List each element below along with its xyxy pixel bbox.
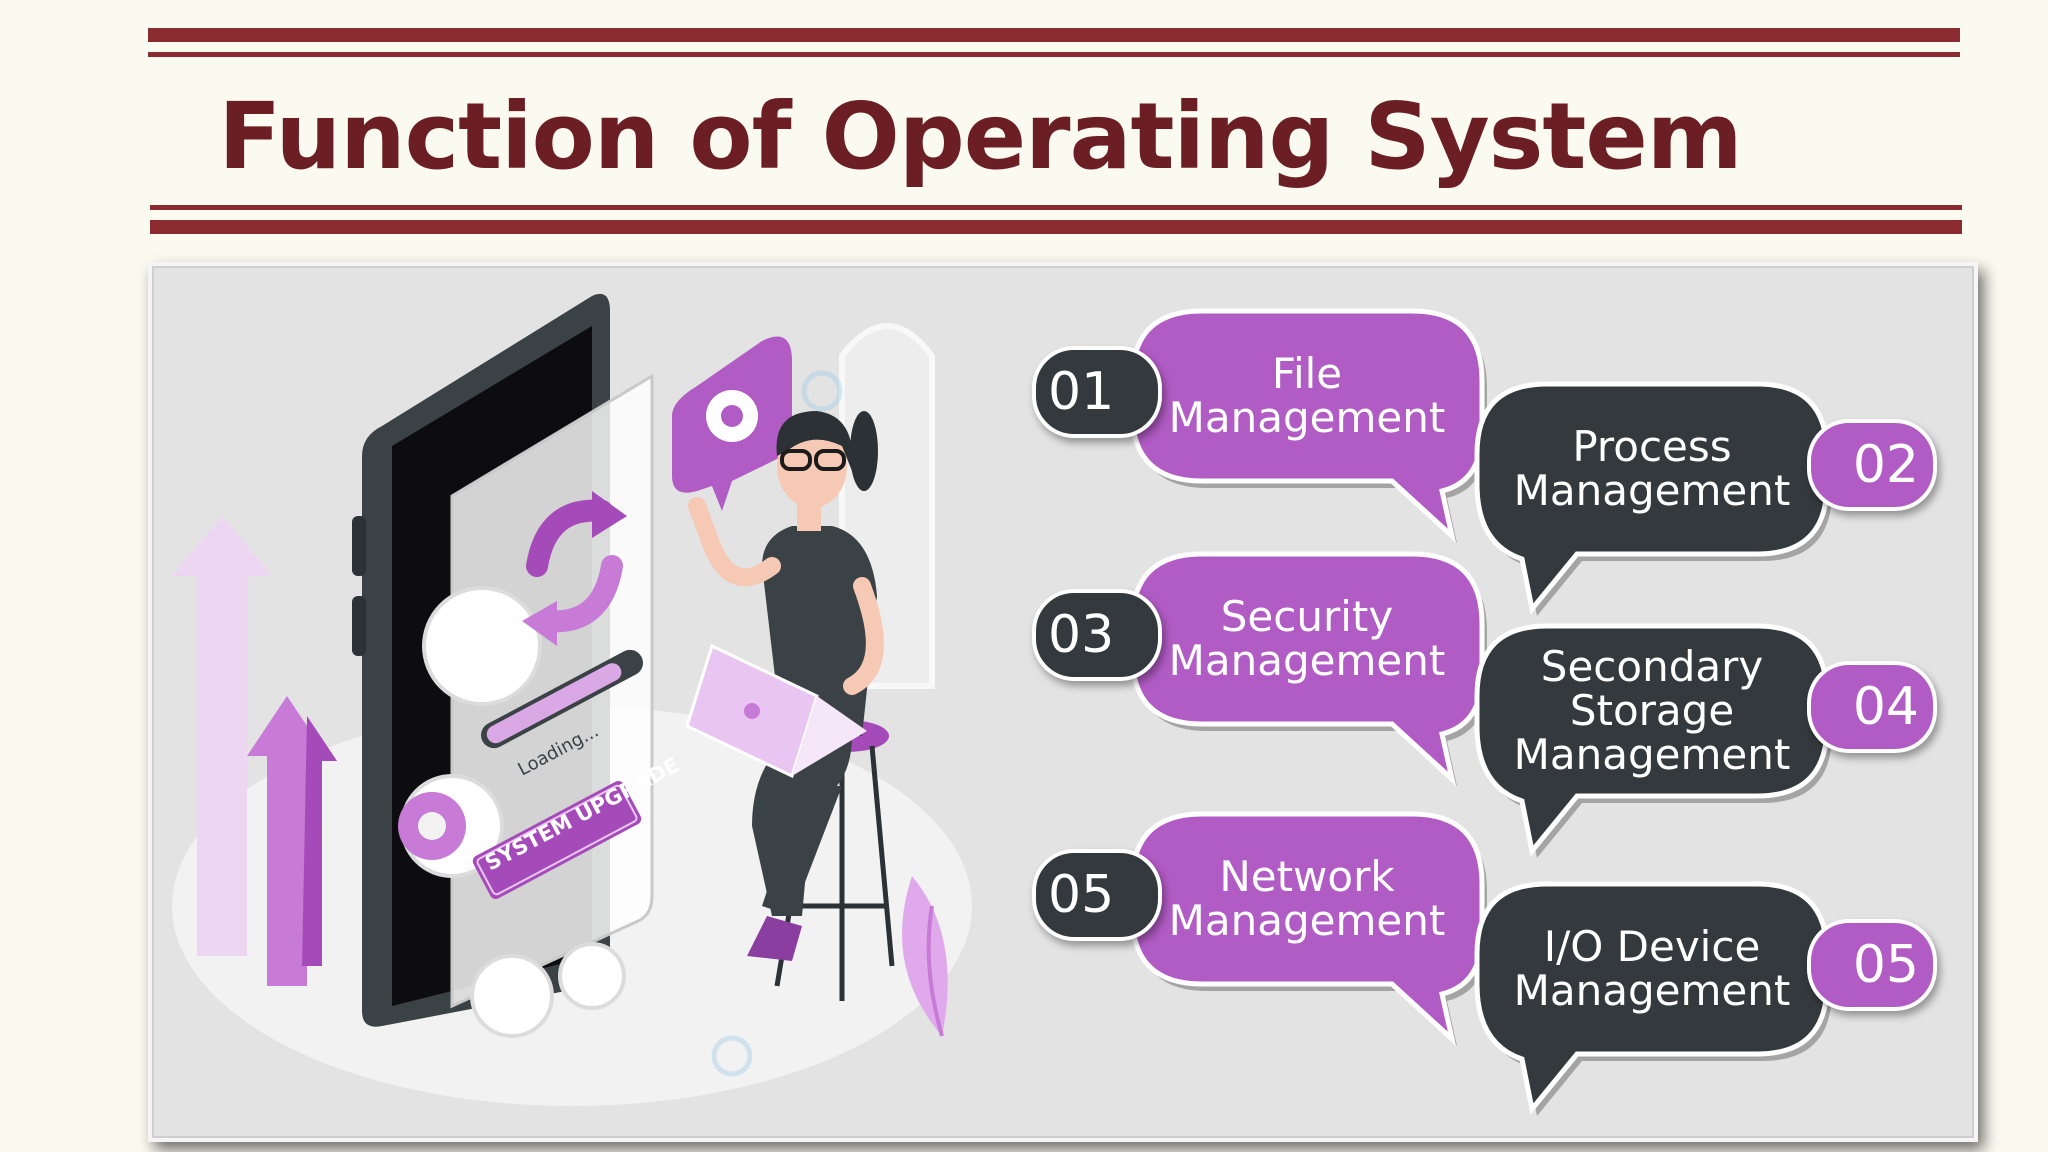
function-number: 03 [1032,589,1162,681]
function-label-line: Security [1220,592,1394,641]
loading-bar [481,649,643,749]
function-number: 05 [1032,849,1162,941]
function-label-line: File [1271,349,1343,398]
function-label-line: Management [1513,730,1791,779]
settings-chat-icon [672,336,792,511]
function-number: 02 [1807,419,1937,511]
laptop-icon [685,643,867,779]
function-label-line: Management [1168,393,1446,442]
content-panel: Loading... SYSTEM UPGRADE [148,262,1978,1142]
speech-bubble [1474,623,1832,858]
speech-bubble [1129,308,1487,544]
function-label-line: Management [1513,466,1791,515]
plant-icon [902,876,948,1037]
system-upgrade-button [472,781,642,899]
function-number: 05 [1807,919,1937,1011]
speech-bubble [1474,381,1832,616]
arrow-up-icon [172,516,337,986]
bottom-rule-thick [150,220,1962,234]
function-label-line: Management [1168,636,1446,685]
function-label-line: I/O Device [1543,922,1761,971]
function-label-line: Secondary [1540,642,1764,691]
watermark-logo [711,370,843,1077]
function-number: 04 [1807,661,1937,753]
function-label-line: Network [1219,852,1395,901]
top-rule-thick [148,28,1960,42]
speech-bubble [1474,881,1832,1116]
bottom-rule-thin [150,205,1962,210]
function-label-line: Process [1572,422,1732,471]
refresh-icon [522,491,627,646]
function-number: 01 [1032,346,1162,438]
speech-bubble [1129,811,1487,1047]
illustration: Loading... SYSTEM UPGRADE [172,293,972,1106]
function-label-line: Management [1168,896,1446,945]
top-rule-thin [148,52,1960,57]
page-title: Function of Operating System [218,83,1742,190]
function-label-line: Storage [1569,686,1735,735]
function-label-line: Management [1513,966,1791,1015]
purple-gear-icon [398,792,466,860]
